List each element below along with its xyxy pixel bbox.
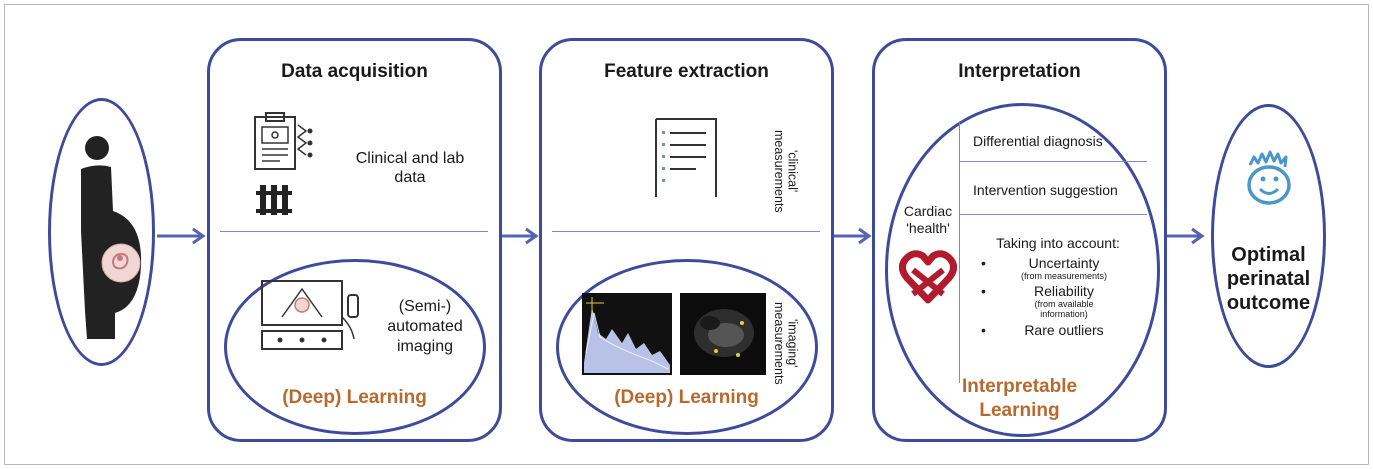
outcome-line-1: Optimal (1231, 244, 1306, 266)
imaging-ellipse (224, 259, 486, 435)
imaging-measurements-label: 'imaging' measurements (772, 281, 800, 405)
pregnancy-oval (48, 98, 155, 366)
doppler-image (582, 293, 672, 375)
interpretation-ellipse (885, 103, 1160, 437)
cardiac-line-1: Cardiac (903, 203, 953, 219)
differential-diagnosis-label: Differential diagnosis (973, 133, 1103, 149)
clinical-line-1: Clinical and lab (355, 150, 465, 167)
imaging-measurements-line-1: 'imaging' (785, 318, 800, 368)
consideration-label: Reliability (1034, 283, 1094, 299)
interpretable-line-1: Interpretable (961, 376, 1078, 397)
divider-extraction (552, 231, 820, 232)
ultrasound-machine-icon (261, 280, 359, 350)
panel-data-acquisition: Data acquisition Clinical and lab data (… (207, 38, 502, 442)
clinical-measurements-label: 'clinical' measurements (772, 111, 800, 231)
clinical-measurements-line-1: 'clinical' (785, 149, 800, 193)
consideration-label: Uncertainty (1028, 255, 1100, 271)
considerations-list: • Uncertainty (from measurements) • Reli… (981, 255, 1151, 338)
clipboard-icon (254, 112, 313, 170)
intervention-suggestion-label: Intervention suggestion (973, 182, 1118, 198)
imaging-line-3: imaging (396, 338, 454, 355)
interpretable-learning-label: Interpretable Learning (875, 375, 1164, 423)
deep-learning-label: (Deep) Learning (614, 387, 759, 408)
outcome-oval: Optimal perinatal outcome (1211, 104, 1326, 368)
imaging-measurements-line-2: measurements (772, 301, 787, 385)
pregnant-woman-icon (81, 136, 142, 339)
consideration-item: • Uncertainty (from measurements) (981, 255, 1151, 281)
consideration-item: • Reliability (from available informatio… (981, 283, 1151, 320)
divider-differential (959, 161, 1147, 162)
panel-interpretation: Interpretation Cardiac 'health' Differen… (872, 38, 1167, 442)
clinical-line-2: data (394, 169, 426, 187)
taking-into-account-label: Taking into account: (996, 235, 1120, 251)
deep-learning-label: (Deep) Learning (282, 387, 427, 408)
ultrasound-image (680, 293, 766, 375)
divider-intervention (959, 214, 1147, 215)
document-list-icon (655, 118, 717, 197)
vertical-divider (959, 121, 960, 383)
imaging-label: (Semi-) automated imaging (370, 297, 480, 357)
divider-acquisition (220, 231, 488, 232)
arrow-to-acquisition (157, 227, 206, 245)
panel-feature-extraction: Feature extraction 'clinical' measuremen… (539, 38, 834, 442)
clinical-lab-data-label: Clinical and lab data (330, 149, 490, 187)
panel-title: Feature extraction (604, 61, 769, 82)
heart-icon (899, 250, 957, 304)
clinical-measurements-line-2: measurements (772, 129, 787, 213)
consideration-sub: (from measurements) (1020, 271, 1108, 281)
panel-title: Interpretation (958, 61, 1081, 82)
consideration-label: Rare outliers (1024, 321, 1104, 338)
outcome-line-3: outcome (1226, 292, 1311, 314)
consideration-item: • Rare outliers (981, 322, 1151, 338)
cardiac-line-2: 'health' (906, 219, 950, 236)
figure-frame (4, 4, 1369, 465)
interpretable-line-2: Learning (979, 399, 1060, 421)
baby-face-icon (1247, 150, 1291, 205)
cardiac-health-label: Cardiac 'health' (897, 203, 959, 237)
outcome-line-2: perinatal (1226, 268, 1311, 290)
imaging-line-2: automated (387, 318, 463, 335)
outcome-label: Optimal perinatal outcome (1214, 243, 1323, 315)
imaging-line-1: (Semi-) (398, 298, 452, 315)
panel-title: Data acquisition (281, 61, 428, 82)
consideration-sub: (from available information) (1034, 299, 1094, 320)
test-tubes-icon (256, 185, 292, 215)
